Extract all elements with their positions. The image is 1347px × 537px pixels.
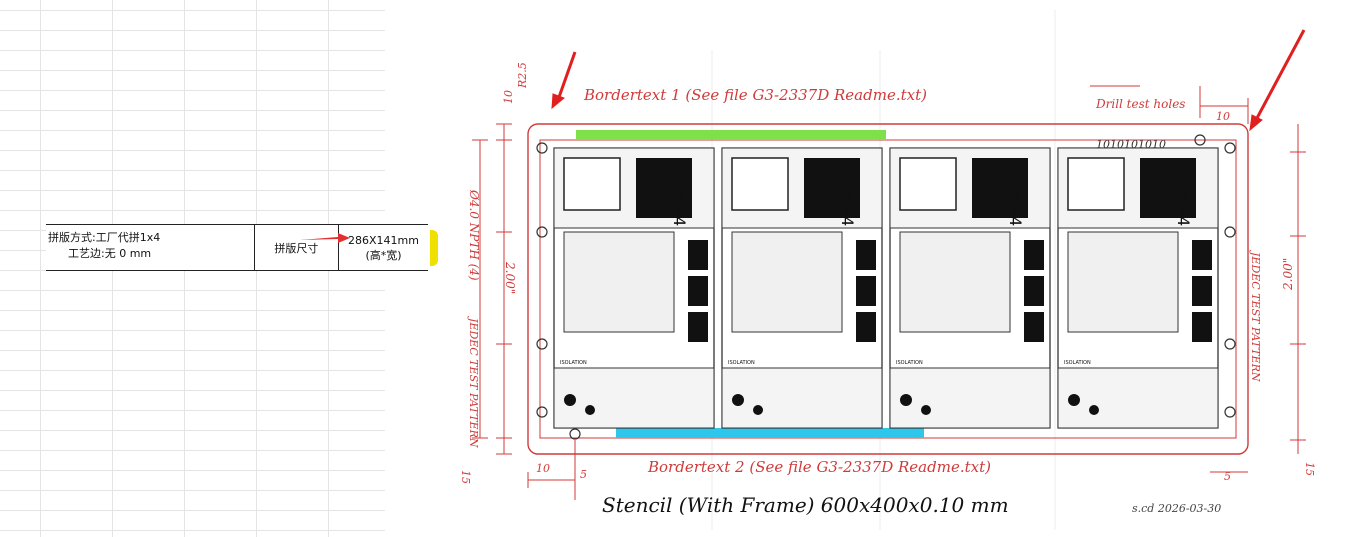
border-text-2: Bordertext 2 (See file G3-2337D Readme.t… [647,458,991,476]
pcb-1 [553,147,715,429]
panel-size-label-cell[interactable]: 拼版尺寸 [255,225,339,270]
dim-15-label: 15 [1303,462,1316,476]
drill-test-holes-label: Drill test holes [1095,97,1185,111]
panel-method-label: 拼版方式:工厂代拼1x4 [48,231,161,244]
yellow-marker [430,230,438,266]
hole-note-label: Ø4.0 NPTH (4) [467,189,481,281]
panel-outline [527,123,1249,455]
panel-method-cell[interactable]: 拼版方式:工厂代拼1x4 工艺边:无 0 mm [46,225,255,270]
panel-size-note: (高*宽) [365,248,402,262]
board-marking: ISOLATION [1064,360,1091,366]
panel-size-value-cell[interactable]: 286X141mm (高*宽) [339,225,428,270]
corner-radius-label: R2.5 [516,62,529,89]
board-label: DYNA4 [670,178,689,226]
tooling-holes [536,134,1236,440]
drill-pattern-label: 1010101010 [1096,138,1166,151]
red-arrow-icon [300,233,350,243]
dim-15-label: 15 [459,470,472,484]
panel-info-table: 拼版方式:工厂代拼1x4 工艺边:无 0 mm 拼版尺寸 286X141mm (… [46,224,428,271]
dim-10-label: 10 [1216,110,1230,123]
jedec-right-label: JEDEC TEST PATTERN [1249,250,1262,382]
panel-size-label: 拼版尺寸 [274,241,319,255]
green-highlight [576,130,886,139]
jedec-left-label: JEDEC TEST PATTERN [467,316,480,448]
pitch-left-label: 2.00" [503,261,517,294]
pitch-right-label: 2.00" [1281,258,1295,291]
board-marking: ISOLATION [560,360,587,366]
dimension-lines [472,85,1306,500]
dim-5-label: 5 [580,468,587,481]
red-arrow-icon [551,51,577,110]
red-arrow-icon [1249,29,1306,132]
panel-drawing: DYNA4 DYNA4 DYNA4 DYNA4 ISOLATION ISOLAT… [440,0,1347,537]
dim-5-label: 5 [1224,470,1231,483]
board-label: DYNA4 [838,178,857,226]
border-text-1: Bordertext 1 (See file G3-2337D Readme.t… [583,86,927,104]
board-label: DYNA4 [1174,178,1193,226]
board-marking: ISOLATION [728,360,755,366]
pcb-4 [1057,147,1219,429]
panel-drawing-svg: DYNA4 DYNA4 DYNA4 DYNA4 ISOLATION ISOLAT… [459,10,1316,530]
process-edge-label: 工艺边:无 0 mm [68,247,152,260]
dim-10-label: 10 [536,462,550,475]
board-marking: ISOLATION [896,360,923,366]
dim-10-label: 10 [502,90,515,104]
signature: s.cd 2026-03-30 [1132,502,1221,515]
blue-highlight [616,428,924,438]
panel-size-value: 286X141mm [348,233,419,247]
pcb-3 [889,147,1051,429]
board-label: DYNA4 [1006,178,1025,226]
stencil-note: Stencil (With Frame) 600x400x0.10 mm [602,493,1009,517]
pcb-2 [721,147,883,429]
